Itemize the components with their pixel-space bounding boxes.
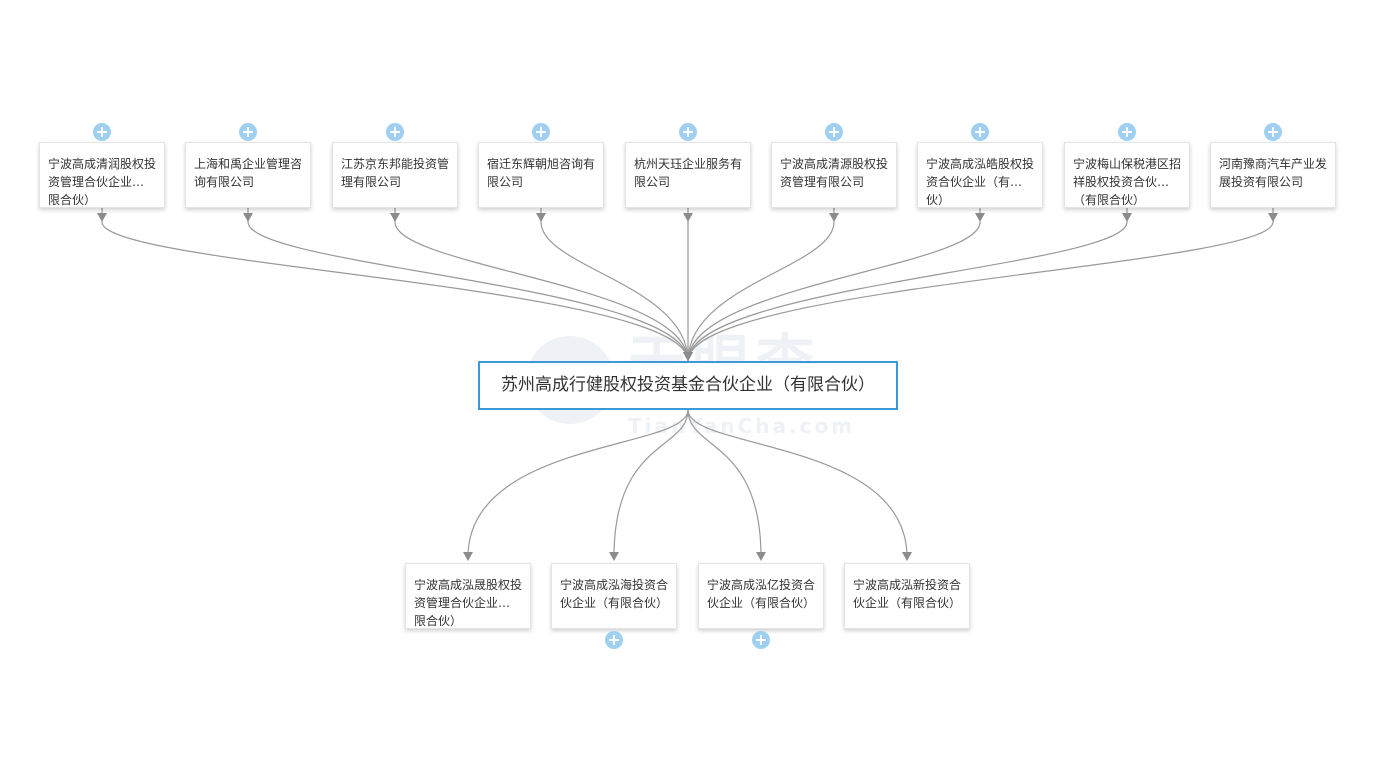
investor-arrow-icon xyxy=(97,213,107,222)
investor-node[interactable]: 河南豫商汽车产业发展投资有限公司 xyxy=(1210,142,1336,208)
investor-node[interactable]: 宁波高成清源股权投资管理有限公司 xyxy=(771,142,897,208)
investor-node[interactable]: 江苏京东邦能投资管理有限公司 xyxy=(332,142,458,208)
investment-edge xyxy=(613,409,689,558)
investor-arrow-icon xyxy=(243,213,253,222)
investment-arrow-icon xyxy=(902,552,912,561)
center-company-node[interactable]: 苏州高成行健股权投资基金合伙企业（有限合伙） xyxy=(478,361,898,410)
investor-edge xyxy=(687,221,1274,362)
investor-arrow-icon xyxy=(975,213,985,222)
investor-arrow-icon xyxy=(536,213,546,222)
expand-plus-icon[interactable] xyxy=(1264,123,1282,141)
investor-edge xyxy=(540,221,689,362)
investor-arrow-icon xyxy=(390,213,400,222)
expand-plus-icon[interactable] xyxy=(605,631,623,649)
investment-arrow-icon xyxy=(609,552,619,561)
investor-node[interactable]: 上海和禹企业管理咨询有限公司 xyxy=(185,142,311,208)
expand-plus-icon[interactable] xyxy=(971,123,989,141)
investment-node[interactable]: 宁波高成泓亿投资合伙企业（有限合伙） xyxy=(698,563,824,629)
investor-edge xyxy=(394,221,689,362)
investment-arrow-icon xyxy=(756,552,766,561)
investor-node[interactable]: 宁波高成泓皓股权投资合伙企业（有限合伙） xyxy=(917,142,1043,208)
investor-arrow-icon xyxy=(1122,213,1132,222)
investment-node[interactable]: 宁波高成泓海投资合伙企业（有限合伙） xyxy=(551,563,677,629)
expand-plus-icon[interactable] xyxy=(532,123,550,141)
investment-edge xyxy=(687,409,762,558)
investor-arrow-icon xyxy=(829,213,839,222)
investor-arrow-icon xyxy=(1268,213,1278,222)
expand-plus-icon[interactable] xyxy=(825,123,843,141)
investor-edge xyxy=(101,221,689,362)
investor-node[interactable]: 宿迁东辉朝旭咨询有限公司 xyxy=(478,142,604,208)
expand-plus-icon[interactable] xyxy=(386,123,404,141)
investment-arrow-icon xyxy=(463,552,473,561)
investor-edge xyxy=(687,221,1128,362)
investor-edge xyxy=(247,221,689,362)
investor-arrow-icon xyxy=(683,213,693,222)
investor-node[interactable]: 宁波梅山保税港区招祥股权投资合伙企业（有限合伙） xyxy=(1064,142,1190,208)
expand-plus-icon[interactable] xyxy=(679,123,697,141)
investor-node[interactable]: 杭州天珏企业服务有限公司 xyxy=(625,142,751,208)
expand-plus-icon[interactable] xyxy=(1118,123,1136,141)
investor-edge xyxy=(687,221,981,362)
investment-node[interactable]: 宁波高成泓晟股权投资管理合伙企业（有限合伙） xyxy=(405,563,531,629)
investor-edge xyxy=(687,221,835,362)
investment-edge xyxy=(467,409,689,558)
investor-node[interactable]: 宁波高成清润股权投资管理合伙企业（有限合伙） xyxy=(39,142,165,208)
investment-node[interactable]: 宁波高成泓新投资合伙企业（有限合伙） xyxy=(844,563,970,629)
expand-plus-icon[interactable] xyxy=(752,631,770,649)
expand-plus-icon[interactable] xyxy=(93,123,111,141)
center-arrow-icon xyxy=(683,352,693,361)
investment-edge xyxy=(687,409,908,558)
expand-plus-icon[interactable] xyxy=(239,123,257,141)
